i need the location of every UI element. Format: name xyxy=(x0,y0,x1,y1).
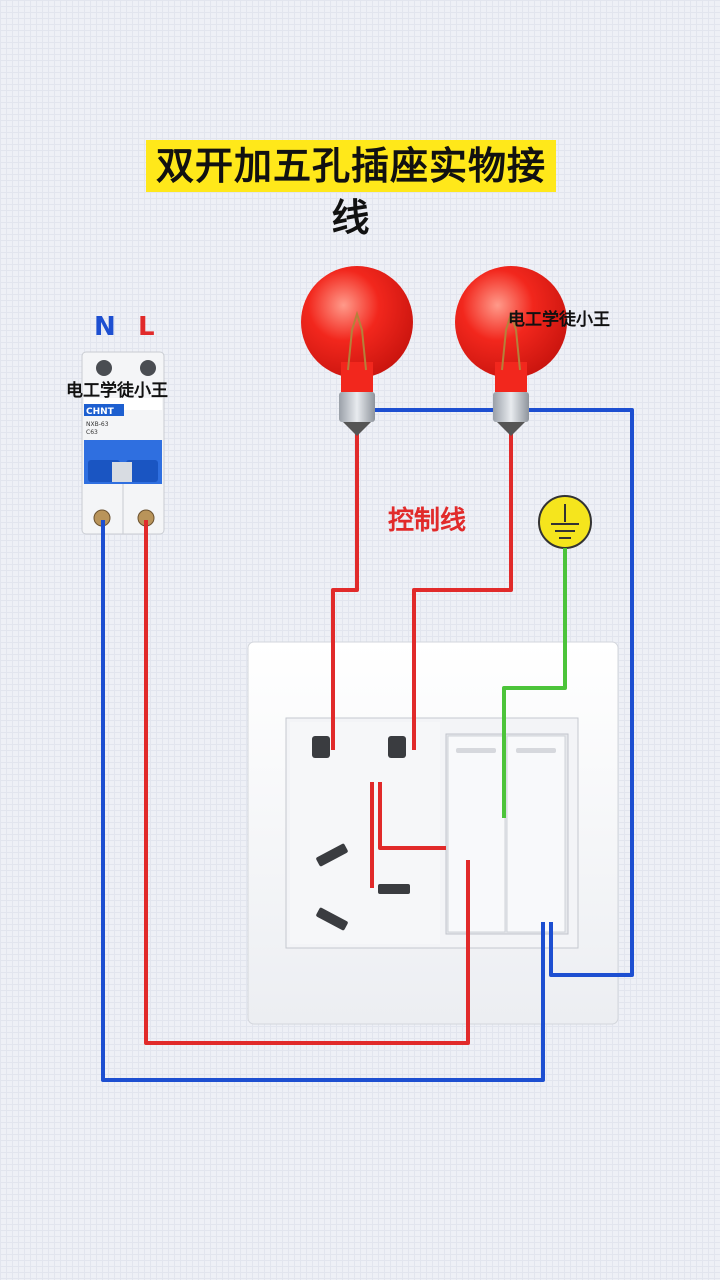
control-wire-label: 控制线 xyxy=(388,506,467,536)
earth-icon xyxy=(538,495,592,549)
breaker-model: NXB-63 xyxy=(86,421,109,428)
five-hole-socket xyxy=(290,722,440,944)
control-wire-bulb-1 xyxy=(331,428,359,750)
watermark-left: 电工学徒小王 xyxy=(66,381,168,401)
control-wire-bulb-2 xyxy=(412,428,513,750)
neutral-wire-to-bulbs xyxy=(360,408,634,977)
breaker-rating: C63 xyxy=(86,429,98,436)
watermark-right: 电工学徒小王 xyxy=(508,310,610,330)
breaker-brand: CHNT xyxy=(86,407,115,417)
light-bulb-2 xyxy=(455,266,567,436)
light-bulb-1 xyxy=(301,266,413,436)
neutral-wire-breaker-to-switch xyxy=(101,520,545,1082)
neutral-label: N xyxy=(94,312,116,342)
live-wire-breaker-to-switch xyxy=(144,520,470,1045)
double-switch xyxy=(445,733,569,935)
socket-switch-link xyxy=(378,782,446,850)
page-title: 双开加五孔插座实物接线 xyxy=(146,140,556,240)
circuit-breaker: CHNT NXB-63 C63 xyxy=(81,351,165,535)
live-label: L xyxy=(138,312,155,342)
earth-wire xyxy=(502,548,567,818)
